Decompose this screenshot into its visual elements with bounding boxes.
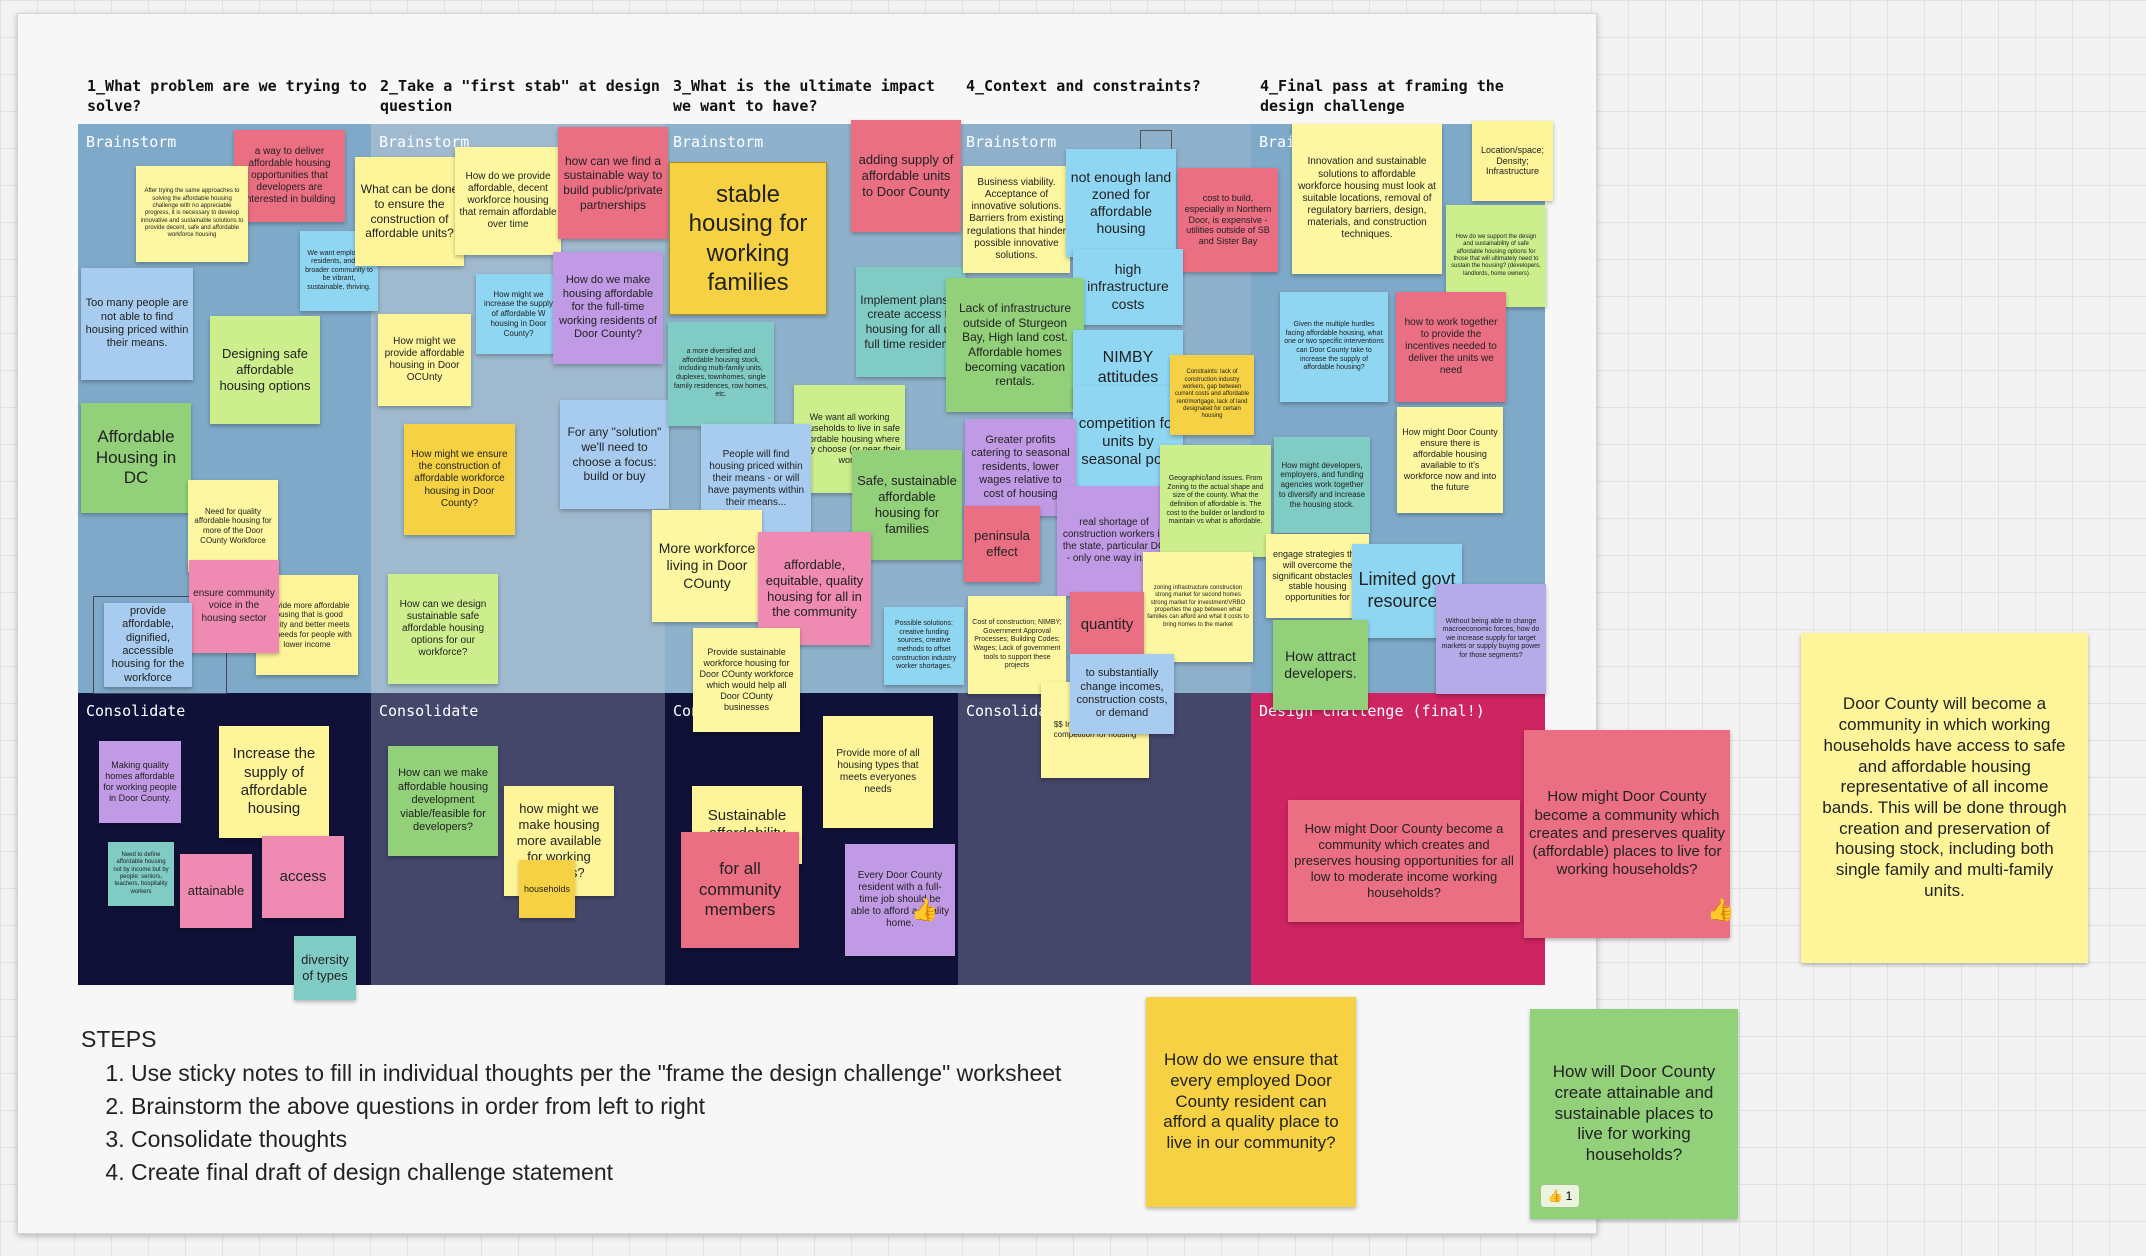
sticky-note[interactable]: How might we provide affordable housing … xyxy=(378,314,471,406)
panel-label: Consolidate xyxy=(966,702,1066,720)
sticky-note[interactable]: How can we design sustainable safe affor… xyxy=(388,574,498,684)
sticky-note[interactable]: engage strategies that will overcome the… xyxy=(1266,534,1369,618)
thumbs-up-icon: 👍 xyxy=(911,897,939,922)
sticky-note[interactable]: Possible solutions: creative funding sou… xyxy=(884,607,964,685)
sticky-note[interactable]: Provide more of all housing types that m… xyxy=(823,716,933,828)
question-3: 3_What is the ultimate impact we want to… xyxy=(673,77,935,115)
sticky-note[interactable]: for all community members xyxy=(681,832,799,948)
question-4: 4_Context and constraints? xyxy=(966,77,1201,95)
sticky-note[interactable]: Location/space; Density; Infrastructure xyxy=(1472,121,1553,201)
sticky-note[interactable]: to substantially change incomes, constru… xyxy=(1070,654,1174,734)
sticky-note[interactable]: a more diversified and affordable housin… xyxy=(668,322,774,426)
sticky-note[interactable]: How might Door County ensure there is af… xyxy=(1397,407,1503,513)
step-item: Use sticky notes to fill in individual t… xyxy=(131,1057,1061,1090)
panel-label: Brainstorm xyxy=(966,133,1057,151)
reaction-badge[interactable]: 👍 1 xyxy=(1540,1184,1580,1208)
sticky-note[interactable]: Increase the supply of affordable housin… xyxy=(219,726,329,838)
panel-label: Brainstorm xyxy=(673,133,764,151)
question-5: 4_Final pass at framing the design chall… xyxy=(1260,77,1504,115)
sticky-note[interactable]: Affordable Housing in DC xyxy=(81,403,191,513)
sticky-note[interactable]: competition for units by seasonal pop. xyxy=(1073,386,1183,498)
sticky-note[interactable]: How might we ensure the construction of … xyxy=(404,424,515,535)
sticky-note[interactable]: Making quality homes affordable for work… xyxy=(99,741,181,823)
sticky-note[interactable]: How can we make affordable housing devel… xyxy=(388,746,498,856)
steps-title: STEPS xyxy=(81,1026,157,1052)
sticky-note[interactable]: More workforce living in Door COunty xyxy=(652,510,762,622)
step-item: Brainstorm the above questions in order … xyxy=(131,1090,1061,1123)
sticky-note[interactable]: affordable, equitable, quality housing f… xyxy=(758,532,871,645)
sticky-note[interactable]: After trying the same approaches to solv… xyxy=(136,166,248,262)
sticky-note[interactable]: Business viability. Acceptance of innova… xyxy=(963,166,1070,273)
sticky-note[interactable]: households xyxy=(519,860,575,918)
panel-label: Consolidate xyxy=(379,702,479,720)
sticky-note[interactable]: a way to deliver affordable housing oppo… xyxy=(234,130,345,222)
sticky-note[interactable]: How might we increase the supply of affo… xyxy=(476,274,561,354)
steps-section: STEPS Use sticky notes to fill in indivi… xyxy=(81,1026,1061,1189)
sticky-note[interactable]: not enough land zoned for affordable hou… xyxy=(1066,149,1176,257)
step-item: Consolidate thoughts xyxy=(131,1123,1061,1156)
sticky-note[interactable]: Need for quality affordable housing for … xyxy=(188,480,278,572)
sticky-note[interactable]: attainable xyxy=(180,854,252,928)
sticky-note[interactable]: peninsula effect xyxy=(964,506,1040,582)
sticky-note[interactable]: cost to build, especially in Northern Do… xyxy=(1178,168,1278,272)
sticky-note[interactable]: How might Door County become a community… xyxy=(1524,730,1730,938)
sticky-note[interactable]: Without being able to change macroeconom… xyxy=(1436,584,1546,694)
reaction-count: 1 xyxy=(1565,1189,1573,1203)
panel-label: Brainstorm xyxy=(86,133,177,151)
sticky-note[interactable]: Constraints: lack of construction indust… xyxy=(1170,355,1254,435)
sticky-note[interactable]: How attract developers. xyxy=(1273,620,1368,710)
sticky-note[interactable]: Every Door County resident with a full-t… xyxy=(845,844,955,956)
sticky-note[interactable]: Designing safe affordable housing option… xyxy=(210,316,320,424)
sticky-note[interactable]: For any "solution" we'll need to choose … xyxy=(560,400,669,509)
thumbs-up-icon: 👍 xyxy=(1707,897,1735,922)
sticky-note[interactable]: stable housing for working families xyxy=(669,162,827,315)
sticky-note[interactable]: diversity of types xyxy=(294,936,356,1000)
sticky-note[interactable]: What can be done to ensure the construct… xyxy=(355,157,464,266)
sticky-note[interactable]: Need to define affordable housing not by… xyxy=(108,842,174,906)
question-1: 1_What problem are we trying to solve? xyxy=(87,77,367,115)
sticky-note[interactable]: Lack of infrastructure outside of Sturge… xyxy=(946,278,1084,412)
sticky-note[interactable]: Given the multiple hurdles facing afford… xyxy=(1280,292,1388,402)
panel-label: Brainstorm xyxy=(379,133,470,151)
question-2: 2_Take a "first stab" at design question xyxy=(380,77,660,115)
sticky-note[interactable]: ensure community voice in the housing se… xyxy=(189,560,279,653)
sticky-note[interactable]: Geographic/land issues. From Zoning to t… xyxy=(1160,445,1271,557)
sticky-note[interactable]: How do we ensure that every employed Doo… xyxy=(1146,997,1356,1207)
sticky-note[interactable]: how to work together to provide the ince… xyxy=(1396,292,1506,402)
sticky-note[interactable]: How do we make housing affordable for th… xyxy=(553,252,663,364)
sticky-note[interactable]: How do we provide affordable, decent wor… xyxy=(455,147,561,255)
sticky-note[interactable]: How might Door County become a community… xyxy=(1288,800,1520,922)
sticky-note[interactable]: Too many people are not able to find hou… xyxy=(81,268,193,380)
sticky-note[interactable]: adding supply of affordable units to Doo… xyxy=(851,120,961,232)
sticky-note[interactable]: Innovation and sustainable solutions to … xyxy=(1292,124,1442,274)
sticky-note[interactable]: How might developers, employers, and fun… xyxy=(1274,437,1370,533)
sticky-note[interactable]: access xyxy=(262,836,344,918)
sticky-note[interactable]: Provide sustainable workforce housing fo… xyxy=(693,628,800,732)
sticky-note[interactable]: How will Door County create attainable a… xyxy=(1530,1009,1738,1219)
sticky-note[interactable]: quantity xyxy=(1070,592,1144,658)
step-item: Create final draft of design challenge s… xyxy=(131,1156,1061,1189)
sticky-note[interactable]: zoning infrastructure construction stron… xyxy=(1143,552,1253,662)
sticky-note[interactable]: provide affordable, dignified, accessibl… xyxy=(104,603,192,687)
thumbs-up-icon: 👍 xyxy=(1547,1189,1563,1203)
sticky-note[interactable]: high infrastructure costs xyxy=(1073,249,1183,325)
sticky-note[interactable]: Cost of construction; NIMBY; Government … xyxy=(968,596,1066,694)
sticky-note[interactable]: We want employers, residents, and the br… xyxy=(300,231,378,311)
sticky-note[interactable]: Door County will become a community in w… xyxy=(1801,633,2088,963)
sticky-note[interactable]: how can we find a sustainable way to bui… xyxy=(558,127,668,239)
panel-label: Consolidate xyxy=(86,702,186,720)
steps-list: Use sticky notes to fill in individual t… xyxy=(81,1057,1061,1189)
sticky-note[interactable]: How do we support the design and sustain… xyxy=(1446,205,1546,307)
